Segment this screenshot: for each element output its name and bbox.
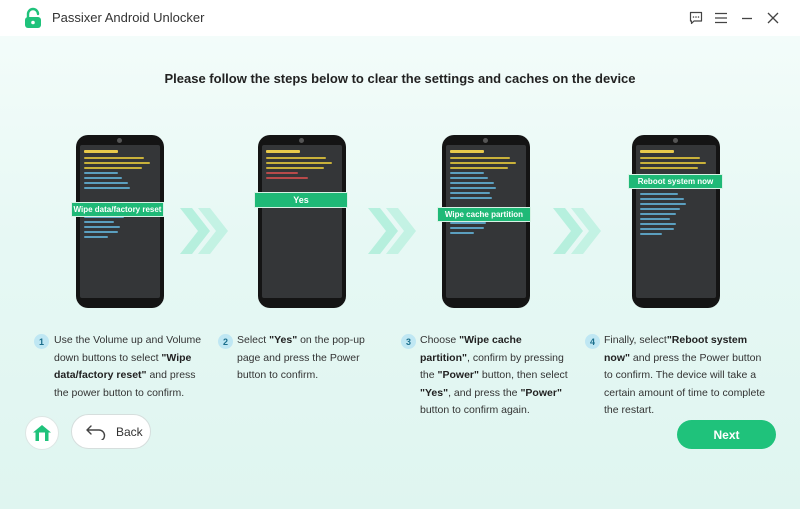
feedback-icon (689, 11, 703, 25)
next-button[interactable]: Next (677, 420, 776, 449)
chevron-right-icon (553, 208, 601, 254)
step-2-text: Select "Yes" on the pop-up page and pres… (237, 334, 365, 381)
step-2-badge: 2 (218, 334, 233, 349)
recovery-screen (636, 145, 716, 298)
feedback-button[interactable] (686, 8, 706, 28)
close-button[interactable] (763, 8, 783, 28)
minimize-button[interactable] (737, 8, 757, 28)
reboot-system-banner: Reboot system now (628, 174, 723, 189)
app-title: Passixer Android Unlocker (52, 10, 205, 25)
phone-illustration-4 (632, 135, 720, 308)
recovery-screen (262, 145, 342, 298)
back-arrow-icon (86, 424, 106, 440)
wipe-cache-banner: Wipe cache partition (437, 207, 531, 222)
unlock-icon (25, 7, 41, 28)
step-1-text: Use the Volume up and Volume down button… (54, 334, 202, 399)
phone-illustration-2 (258, 135, 346, 308)
menu-icon (715, 12, 727, 24)
title-bar: Passixer Android Unlocker (0, 0, 800, 36)
recovery-screen (80, 145, 160, 298)
step-4-text: Finally, select"Reboot system now" and p… (604, 334, 766, 416)
home-button[interactable] (25, 416, 59, 450)
yes-banner: Yes (254, 192, 348, 208)
main-panel: Please follow the steps below to clear t… (0, 36, 800, 509)
menu-button[interactable] (711, 8, 731, 28)
page-heading: Please follow the steps below to clear t… (164, 71, 636, 86)
minimize-icon (742, 17, 752, 20)
close-icon (767, 12, 779, 24)
phone-illustration-1 (76, 135, 164, 308)
step-1-badge: 1 (34, 334, 49, 349)
step-3-badge: 3 (401, 334, 416, 349)
back-button[interactable]: Back (71, 414, 151, 449)
step-3-text: Choose "Wipe cache partition", confirm b… (420, 334, 568, 416)
back-label: Back (116, 424, 143, 439)
step-4-badge: 4 (585, 334, 600, 349)
chevron-right-icon (368, 208, 416, 254)
chevron-right-icon (180, 208, 228, 254)
home-icon (33, 425, 51, 441)
wipe-data-banner: Wipe data/factory reset (71, 202, 164, 217)
